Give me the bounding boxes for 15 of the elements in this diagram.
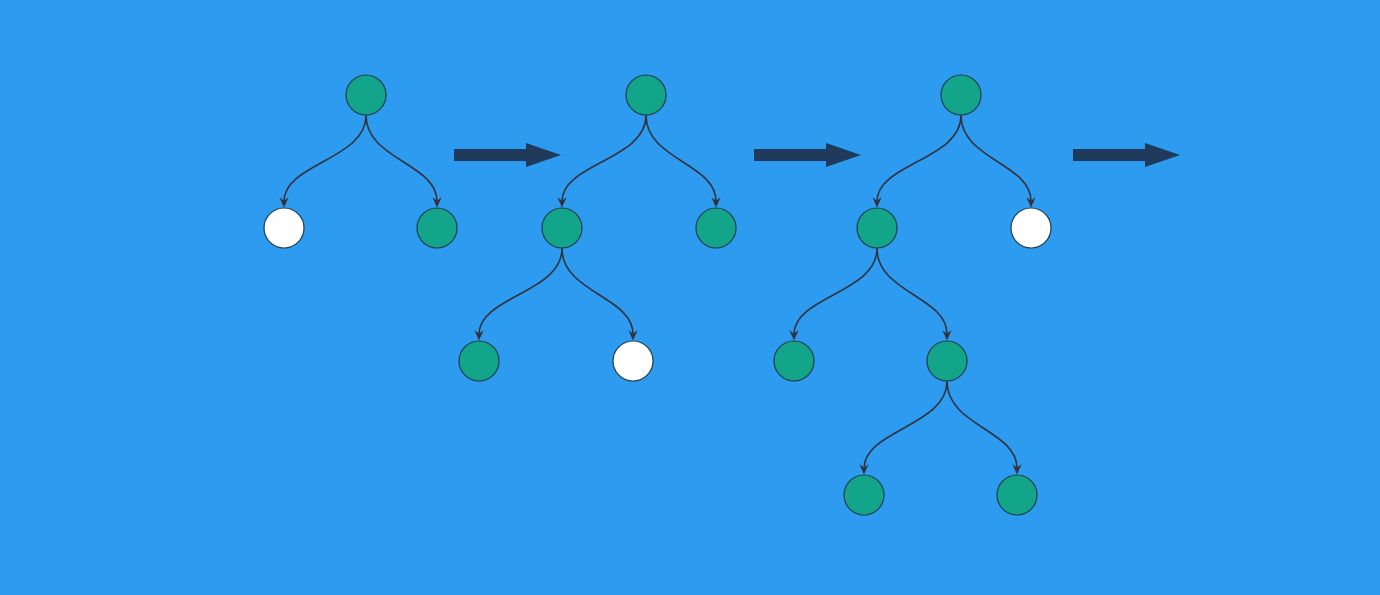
tree-node	[843, 474, 885, 516]
tree-node	[263, 207, 305, 249]
tree-node	[416, 207, 458, 249]
tree-node	[1010, 207, 1052, 249]
tree-node	[695, 207, 737, 249]
tree-node	[345, 74, 387, 116]
tree-node	[612, 340, 654, 382]
tree-node	[940, 74, 982, 116]
tree-node	[458, 340, 500, 382]
tree-node	[541, 207, 583, 249]
tree-node	[625, 74, 667, 116]
tree-node	[996, 474, 1038, 516]
tree-node	[926, 340, 968, 382]
tree-node	[773, 340, 815, 382]
tree-node	[856, 207, 898, 249]
